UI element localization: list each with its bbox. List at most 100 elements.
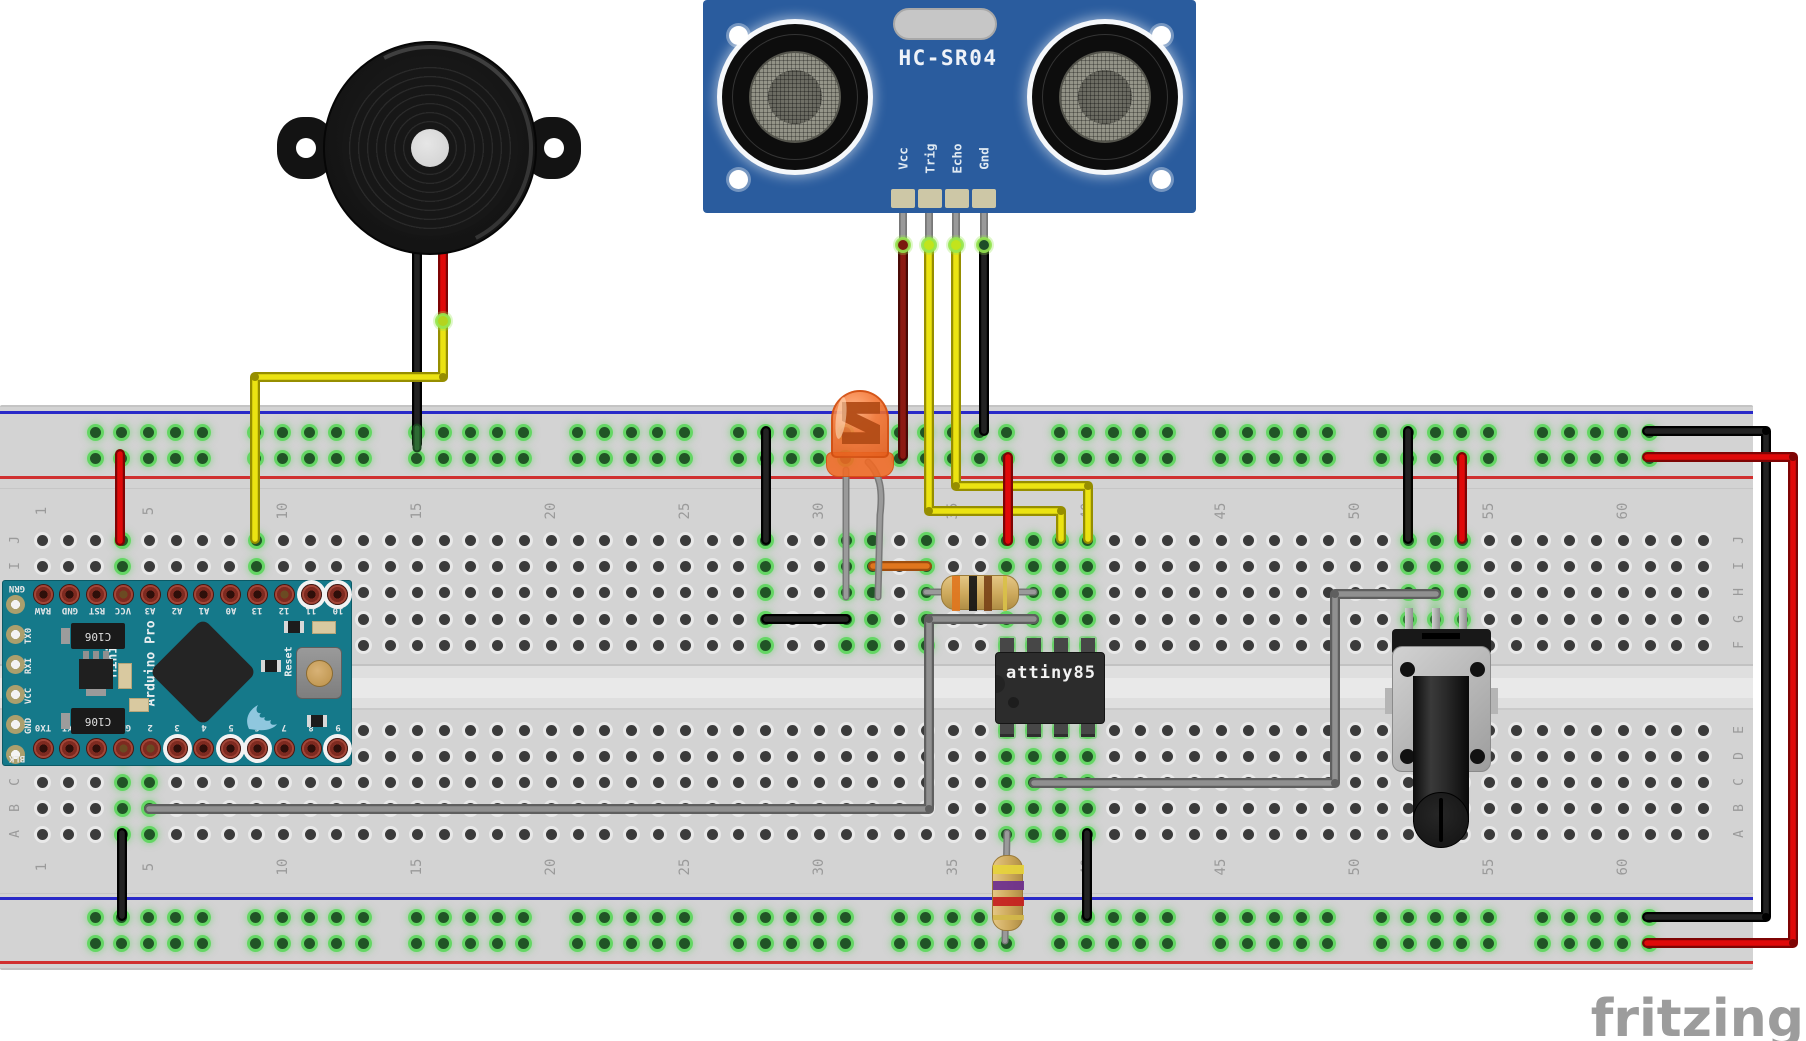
breadboard-hole[interactable] (786, 828, 798, 840)
breadboard-hole[interactable] (1296, 802, 1308, 814)
breadboard-hole[interactable] (1617, 639, 1629, 651)
breadboard-hole[interactable] (250, 828, 262, 840)
hcsr04-echo-wire[interactable] (953, 242, 1091, 542)
breadboard-hole[interactable] (143, 534, 155, 546)
power-rail-hole[interactable] (1107, 452, 1119, 464)
arduino-pin-rst[interactable] (86, 583, 108, 605)
breadboard-hole[interactable] (438, 750, 450, 762)
breadboard-hole[interactable] (492, 560, 504, 572)
power-rail-hole[interactable] (491, 452, 503, 464)
power-rail-hole[interactable] (679, 911, 691, 923)
breadboard-hole[interactable] (1108, 828, 1120, 840)
power-rail-hole[interactable] (1536, 426, 1548, 438)
breadboard-hole[interactable] (358, 750, 370, 762)
breadboard-hole[interactable] (224, 776, 236, 788)
breadboard-hole[interactable] (947, 724, 959, 736)
breadboard-hole[interactable] (840, 750, 852, 762)
power-rail-hole[interactable] (1536, 911, 1548, 923)
breadboard-hole[interactable] (358, 613, 370, 625)
breadboard-hole[interactable] (652, 534, 664, 546)
breadboard-hole[interactable] (1242, 802, 1254, 814)
power-rail-hole[interactable] (759, 937, 771, 949)
breadboard-hole[interactable] (384, 586, 396, 598)
breadboard-hole[interactable] (1456, 560, 1468, 572)
breadboard-hole[interactable] (1671, 802, 1683, 814)
power-rail-hole[interactable] (786, 911, 798, 923)
power-rail-hole[interactable] (571, 911, 583, 923)
breadboard-hole[interactable] (465, 828, 477, 840)
breadboard-hole[interactable] (1671, 560, 1683, 572)
power-rail-hole[interactable] (1563, 911, 1575, 923)
breadboard-hole[interactable] (1322, 750, 1334, 762)
breadboard-hole[interactable] (438, 560, 450, 572)
breadboard-hole[interactable] (1644, 828, 1656, 840)
power-rail-hole[interactable] (1134, 426, 1146, 438)
power-rail-hole[interactable] (1081, 452, 1093, 464)
breadboard-hole[interactable] (358, 776, 370, 788)
breadboard-hole[interactable] (90, 534, 102, 546)
breadboard-hole[interactable] (947, 828, 959, 840)
breadboard-hole[interactable] (1242, 560, 1254, 572)
breadboard-hole[interactable] (626, 534, 638, 546)
power-rail-hole[interactable] (679, 426, 691, 438)
breadboard-hole[interactable] (1510, 639, 1522, 651)
power-rail-hole[interactable] (1322, 911, 1334, 923)
breadboard-hole[interactable] (599, 828, 611, 840)
breadboard-hole[interactable] (1564, 828, 1576, 840)
breadboard-hole[interactable] (1188, 828, 1200, 840)
breadboard-hole[interactable] (599, 586, 611, 598)
arduino-pin-8[interactable] (300, 737, 322, 759)
power-rail-hole[interactable] (1134, 452, 1146, 464)
breadboard-hole[interactable] (250, 776, 262, 788)
power-rail-hole[interactable] (652, 452, 664, 464)
breadboard-hole[interactable] (170, 534, 182, 546)
breadboard-hole[interactable] (1376, 560, 1388, 572)
breadboard-hole[interactable] (626, 724, 638, 736)
breadboard-hole[interactable] (518, 776, 530, 788)
arduino-side-hole[interactable] (6, 684, 25, 704)
breadboard-hole[interactable] (1242, 828, 1254, 840)
breadboard-hole[interactable] (974, 534, 986, 546)
breadboard-hole[interactable] (1698, 750, 1710, 762)
breadboard-hole[interactable] (1215, 534, 1227, 546)
power-rail-hole[interactable] (973, 452, 985, 464)
breadboard-hole[interactable] (277, 560, 289, 572)
power-rail-hole[interactable] (1429, 426, 1441, 438)
breadboard-hole[interactable] (438, 724, 450, 736)
buzzer-signal-wire-yellow[interactable] (252, 318, 446, 542)
power-rail-hole[interactable] (571, 452, 583, 464)
breadboard-hole[interactable] (1269, 828, 1281, 840)
power-rail-hole[interactable] (571, 426, 583, 438)
breadboard-hole[interactable] (1537, 776, 1549, 788)
breadboard-hole[interactable] (813, 750, 825, 762)
power-rail-hole[interactable] (1402, 937, 1414, 949)
breadboard-hole[interactable] (1644, 724, 1656, 736)
breadboard-hole[interactable] (1483, 613, 1495, 625)
breadboard-hole[interactable] (545, 776, 557, 788)
power-rail-hole[interactable] (464, 937, 476, 949)
power-rail-hole[interactable] (1054, 426, 1066, 438)
arduino-pin-raw[interactable] (32, 583, 54, 605)
power-rail-hole[interactable] (920, 937, 932, 949)
breadboard-hole[interactable] (63, 828, 75, 840)
breadboard-hole[interactable] (1081, 613, 1093, 625)
power-rail-hole[interactable] (625, 911, 637, 923)
breadboard-hole[interactable] (1242, 586, 1254, 598)
breadboard-hole[interactable] (1269, 586, 1281, 598)
breadboard-hole[interactable] (1349, 560, 1361, 572)
power-rail-hole[interactable] (598, 937, 610, 949)
breadboard-hole[interactable] (679, 560, 691, 572)
power-rail-hole[interactable] (1268, 452, 1280, 464)
breadboard-hole[interactable] (90, 776, 102, 788)
breadboard-hole[interactable] (679, 750, 691, 762)
breadboard-hole[interactable] (518, 613, 530, 625)
breadboard-hole[interactable] (1564, 802, 1576, 814)
power-rail-hole[interactable] (893, 911, 905, 923)
power-rail-hole[interactable] (1161, 911, 1173, 923)
power-rail-hole[interactable] (947, 937, 959, 949)
breadboard-hole[interactable] (599, 724, 611, 736)
arduino-pin-3[interactable] (166, 737, 188, 759)
power-rail-hole[interactable] (813, 426, 825, 438)
power-rail-hole[interactable] (893, 937, 905, 949)
breadboard-hole[interactable] (1537, 639, 1549, 651)
